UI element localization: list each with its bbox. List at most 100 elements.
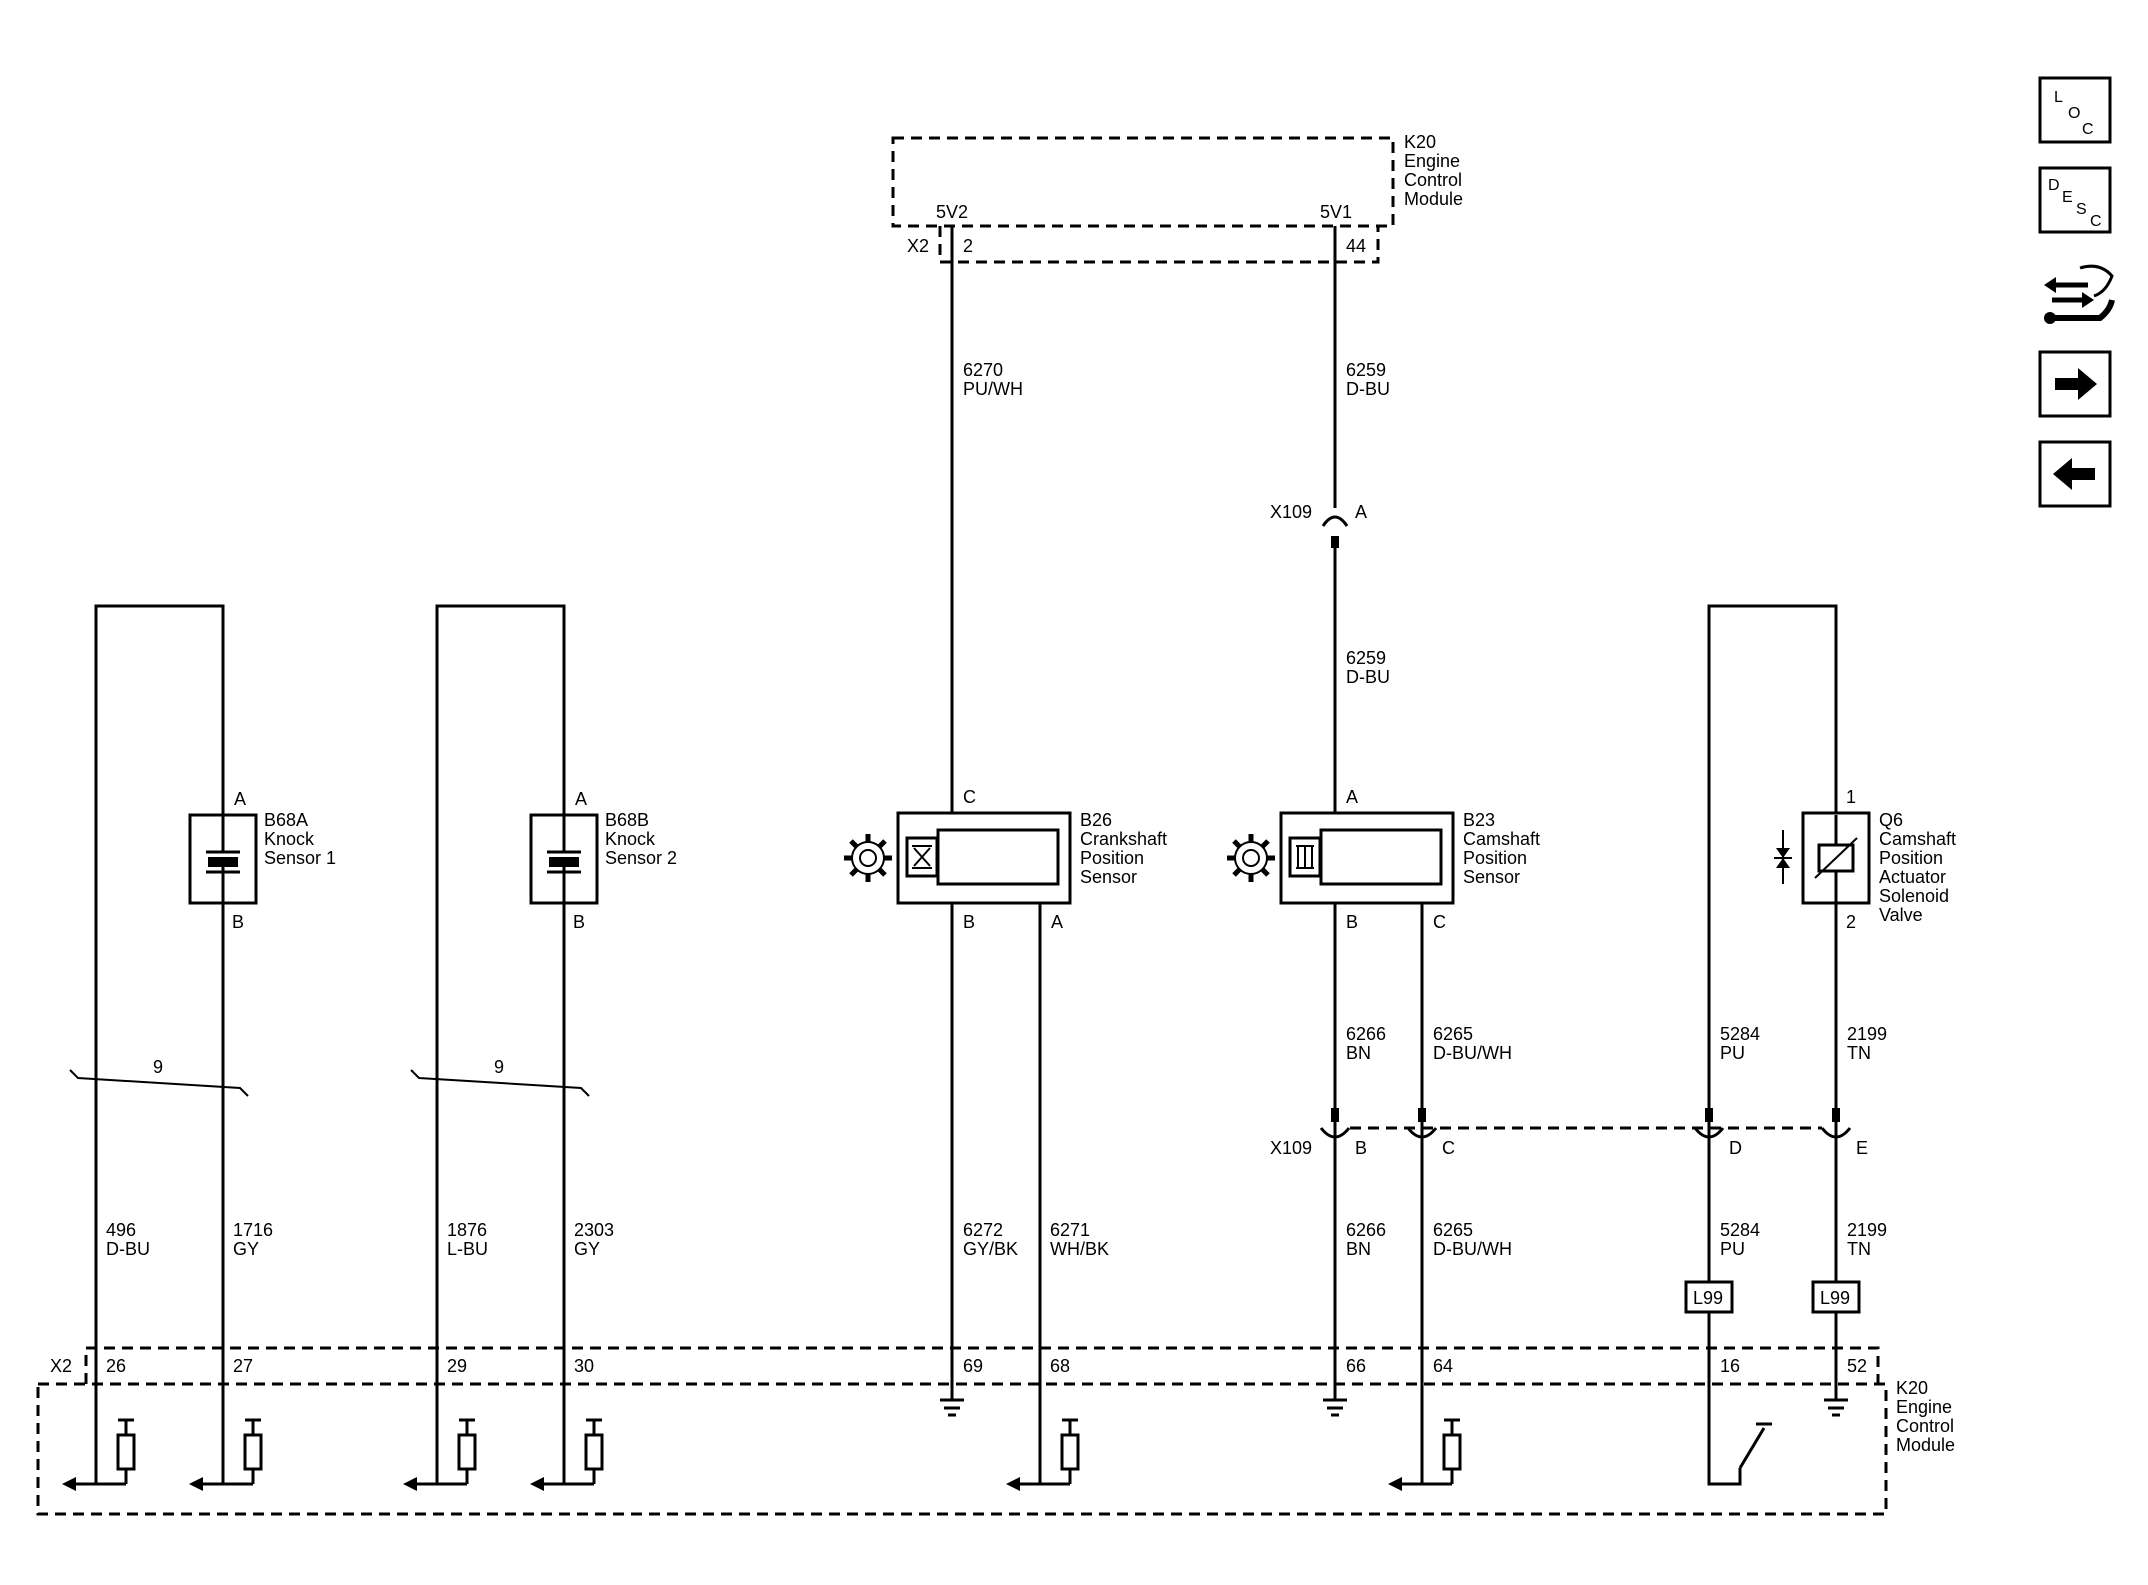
- description-view-button[interactable]: D E S C: [2038, 166, 2112, 234]
- wire-6266a-num: 6266: [1346, 1024, 1386, 1044]
- wire-6266a-color: BN: [1346, 1043, 1371, 1063]
- solenoid-pin-2: 2: [1846, 912, 1856, 932]
- ecm-pin-27: 27: [233, 1356, 253, 1376]
- previous-page-button[interactable]: [2038, 440, 2112, 508]
- wire-1716-num: 1716: [233, 1220, 273, 1240]
- cam-gear-icon: [1227, 834, 1275, 882]
- ecm-pin-69: 69: [963, 1356, 983, 1376]
- ecm-pin-16: 16: [1720, 1356, 1740, 1376]
- ecm-pin-52: 52: [1847, 1356, 1867, 1376]
- twisted-pair-2: 9: [410, 1057, 590, 1097]
- wire-1716-color: GY: [233, 1239, 259, 1259]
- cam-pin-b: B: [1346, 912, 1358, 932]
- ecm-top-pin-5v2-name: 5V2: [936, 202, 968, 222]
- wire-6259a-color: D-BU: [1346, 379, 1390, 399]
- ecm-input-68: [1006, 1418, 1080, 1491]
- ecm-input-64: [1388, 1418, 1462, 1491]
- option-l99-1-label: L99: [1693, 1288, 1723, 1308]
- wire-496-num: 496: [106, 1220, 136, 1240]
- cam-pin-c: C: [1433, 912, 1446, 932]
- knock2-pin-a: A: [575, 789, 587, 809]
- wire-5284a-num: 5284: [1720, 1024, 1760, 1044]
- ecm-bottom-line3: Module: [1896, 1435, 1955, 1455]
- ecm-top-module: K20 Engine Control Module 5V2 5V1 X2 2 4…: [891, 132, 1463, 264]
- loc-letter-l: L: [2054, 89, 2063, 106]
- crank-line1: Crankshaft: [1080, 829, 1167, 849]
- knock1-pin-b: B: [232, 912, 244, 932]
- desc-letter-d: D: [2048, 177, 2060, 194]
- wire-6270-num: 6270: [963, 360, 1003, 380]
- ecm-bottom-line2: Control: [1896, 1416, 1954, 1436]
- ecm-top-line3: Module: [1404, 189, 1463, 209]
- solenoid-line1: Camshaft: [1879, 829, 1956, 849]
- wire-5284b-color: PU: [1720, 1239, 1745, 1259]
- wire-6266b-num: 6266: [1346, 1220, 1386, 1240]
- crank-pin-b: B: [963, 912, 975, 932]
- ecm-top-line2: Control: [1404, 170, 1462, 190]
- repair-procedure-button[interactable]: [2040, 255, 2115, 331]
- ecm-bottom-ref: K20: [1896, 1378, 1928, 1398]
- next-page-button[interactable]: [2038, 350, 2112, 418]
- wire-6271-color: WH/BK: [1050, 1239, 1109, 1259]
- solenoid-line5: Valve: [1879, 905, 1923, 925]
- ecm-input-27: [189, 1418, 263, 1491]
- wire-6265a-color: D-BU/WH: [1433, 1043, 1512, 1063]
- wire-2199a-color: TN: [1847, 1043, 1871, 1063]
- knock1-pin-a: A: [234, 789, 246, 809]
- solenoid-line3: Actuator: [1879, 867, 1946, 887]
- arrow-left-icon: [2053, 458, 2095, 490]
- wrench-arrows-icon: [2044, 264, 2115, 324]
- ecm-top-pin-2: 2: [963, 236, 973, 256]
- knock2-line2: Sensor 2: [605, 848, 677, 868]
- knock2-line1: Knock: [605, 829, 656, 849]
- knock1-line1: Knock: [264, 829, 315, 849]
- ecm-pin-64: 64: [1433, 1356, 1453, 1376]
- wire-labels: 6270 PU/WH 6259 D-BU 6259 D-BU 6266 BN 6…: [106, 360, 1887, 1259]
- wires: [94, 226, 1838, 1484]
- cam-line2: Position: [1463, 848, 1527, 868]
- ecm-internal-circuits: [62, 1418, 1772, 1491]
- knock-sensor-2: A B B68B Knock Sensor 2: [529, 789, 677, 932]
- twisted-pair-1: 9: [69, 1057, 249, 1097]
- knock2-ref: B68B: [605, 810, 649, 830]
- knock2-pin-b: B: [573, 912, 585, 932]
- camshaft-actuator-solenoid: 1 2 Q6 Camshaft Position Actuator Soleno…: [1801, 787, 1956, 932]
- location-view-button[interactable]: L O C: [2038, 76, 2112, 144]
- crankshaft-position-sensor: C B A B26 Crankshaft Position Sensor: [896, 787, 1167, 932]
- x109-bottom-connector: X109 B C D E: [1270, 1108, 1868, 1158]
- x109-label-a: X109: [1270, 502, 1312, 522]
- ecm-top-connector: X2: [907, 236, 929, 256]
- twist-count-2: 9: [494, 1057, 504, 1077]
- solenoid-ref: Q6: [1879, 810, 1903, 830]
- desc-letter-c: C: [2090, 213, 2102, 230]
- wire-1876-num: 1876: [447, 1220, 487, 1240]
- actuator-direction-icon: [1774, 830, 1792, 884]
- x109-pin-d-label: D: [1729, 1138, 1742, 1158]
- cam-ref: B23: [1463, 810, 1495, 830]
- x109-pin-a-label: A: [1355, 502, 1367, 522]
- arrow-right-icon: [2055, 368, 2097, 400]
- crank-gear-icon: [844, 834, 892, 882]
- wire-496-color: D-BU: [106, 1239, 150, 1259]
- ecm-top-ref: K20: [1404, 132, 1436, 152]
- option-box-l99-1: L99: [1684, 1266, 1734, 1340]
- crank-pin-a: A: [1051, 912, 1063, 932]
- ecm-bottom-module: X2 26 27 29 30 69 68 66 64 16 52 K20 Eng…: [36, 1346, 1955, 1516]
- knock-sensor-1: A B B68A Knock Sensor 1: [188, 789, 336, 932]
- ecm-pin-66: 66: [1346, 1356, 1366, 1376]
- desc-letter-s: S: [2076, 201, 2087, 218]
- option-box-l99-2: L99: [1811, 1280, 1861, 1314]
- x109-pin-e-label: E: [1856, 1138, 1868, 1158]
- x109-pin-a: X109 A: [1270, 502, 1367, 548]
- ecm-pin-29: 29: [447, 1356, 467, 1376]
- ecm-top-line1: Engine: [1404, 151, 1460, 171]
- x109-label-b: X109: [1270, 1138, 1312, 1158]
- wire-2199b-color: TN: [1847, 1239, 1871, 1259]
- camshaft-position-sensor: A B C B23 Camshaft Position Sensor: [1279, 787, 1540, 932]
- wire-6259a-num: 6259: [1346, 360, 1386, 380]
- wire-2199a-num: 2199: [1847, 1024, 1887, 1044]
- ecm-top-pin-44: 44: [1346, 236, 1366, 256]
- solenoid-pin-1: 1: [1846, 787, 1856, 807]
- desc-letter-e: E: [2062, 189, 2073, 206]
- twist-count-1: 9: [153, 1057, 163, 1077]
